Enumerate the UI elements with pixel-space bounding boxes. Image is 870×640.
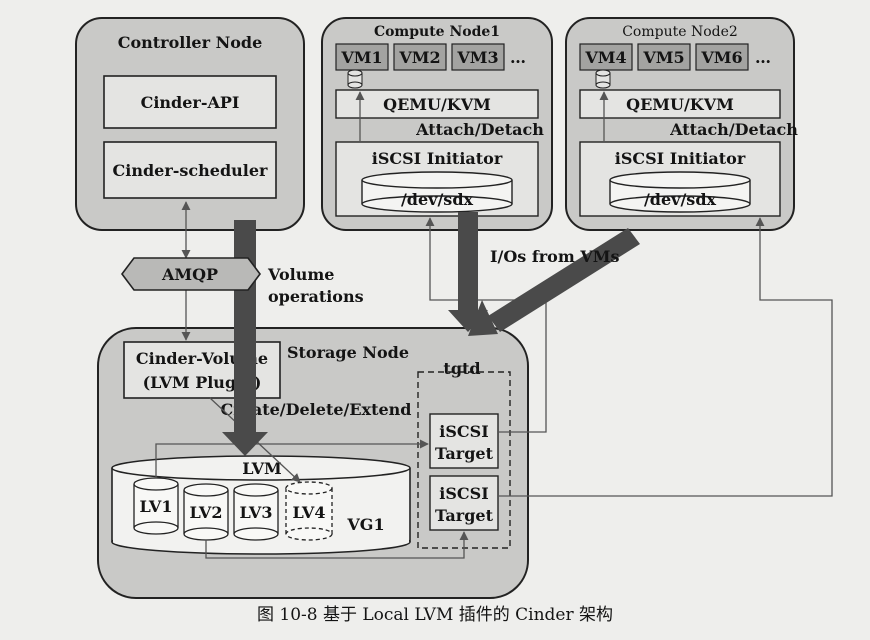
iscsi-initiator-label-2: iSCSI Initiator (615, 149, 746, 168)
volume-label-line2: operations (268, 287, 364, 306)
attach-detach-label-2: Attach/Detach (669, 120, 798, 139)
storage-node-title: Storage Node (287, 343, 409, 362)
storage-node: Storage Node Cinder-Volume (LVM Plugin) … (97, 327, 529, 599)
vm2-box (393, 43, 447, 71)
vm2-label: VM2 (398, 48, 440, 67)
iscsi-initiator-label-1: iSCSI Initiator (372, 149, 503, 168)
lv2-label: LV2 (190, 503, 223, 522)
attach-detach-label-1: Attach/Detach (415, 120, 544, 139)
iscsi-target-1-line1: iSCSI (439, 422, 488, 441)
lv4-label: LV4 (293, 503, 326, 522)
cinder-scheduler-label: Cinder-scheduler (113, 161, 269, 180)
vm6-box (695, 43, 749, 71)
iscsi-target-2-line1: iSCSI (439, 484, 488, 503)
lv3-cylinder (233, 483, 279, 541)
vm1-box (335, 43, 389, 71)
figure-caption: 图 10-8 基于 Local LVM 插件的 Cinder 架构 (257, 605, 613, 625)
qemu-kvm-box-1 (335, 89, 539, 119)
lv1-label: LV1 (140, 497, 173, 516)
lv2-cylinder (183, 483, 229, 541)
amqp-node: AMQP (121, 257, 261, 291)
vm5-box (637, 43, 691, 71)
iscsi-target-box-2 (429, 475, 499, 531)
disk-icon (595, 69, 611, 89)
lv3-label: LV3 (240, 503, 273, 522)
ios-arrow-2-shaft (488, 228, 640, 332)
amqp-label: AMQP (161, 265, 218, 284)
vm4-label: VM4 (584, 48, 626, 67)
volume-label-line1: Volume (267, 265, 334, 284)
vm3-box (451, 43, 505, 71)
cinder-api-label: Cinder-API (141, 93, 240, 112)
qemu-kvm-box-2 (579, 89, 781, 119)
cinder-api-box (103, 75, 277, 129)
qemu-kvm-label-1: QEMU/KVM (383, 95, 491, 114)
qemu-kvm-label-2: QEMU/KVM (626, 95, 734, 114)
create-delete-extend-label: Create/Delete/Extend (221, 400, 412, 419)
controller-node-title: Controller Node (118, 33, 263, 52)
controller-node: Controller Node Cinder-API Cinder-schedu… (75, 17, 305, 231)
lv1-cylinder (133, 477, 179, 535)
tgtd-label: tgtd (443, 359, 480, 378)
compute-node-1-title: Compute Node1 (374, 24, 500, 40)
compute-node-2: Compute Node2 VM4 VM5 VM6 … QEMU/KVM Att… (565, 17, 798, 231)
cinder-volume-label-line2: (LVM Plugin) (143, 373, 262, 392)
volume-operations-arrow-shaft (234, 220, 256, 434)
vm5-label: VM5 (642, 48, 684, 67)
vm3-label: VM3 (456, 48, 498, 67)
lvm-label: LVM (242, 459, 281, 478)
disk-icon (347, 69, 363, 89)
dev-sdx-label-1: /dev/sdx (401, 190, 474, 209)
dev-sdx-cylinder-1 (361, 171, 513, 213)
vm-ellipsis: … (510, 48, 526, 67)
ios-arrow-1-shaft (458, 212, 478, 312)
iscsi-target-2-line2: Target (435, 506, 494, 525)
iscsi-target-1-line2: Target (435, 444, 494, 463)
attach-arrows (355, 91, 609, 142)
compute-node-1: Compute Node1 VM1 VM2 VM3 … QEMU/KVM Att… (321, 17, 553, 231)
vm1-label: VM1 (340, 48, 382, 67)
cinder-scheduler-box (103, 141, 277, 199)
volume-operations-arrow-head (222, 432, 268, 456)
vm6-label: VM6 (700, 48, 742, 67)
lv4-cylinder-dashed (285, 481, 333, 541)
compute-node-2-title: Compute Node2 (622, 24, 738, 40)
dev-sdx-label-2: /dev/sdx (644, 190, 717, 209)
vm-ellipsis-2: … (755, 48, 771, 67)
ios-arrow-2-head (468, 300, 498, 336)
ios-from-vms-label: I/Os from VMs (490, 247, 619, 266)
vg1-label: VG1 (346, 515, 384, 534)
iscsi-target-box-1 (429, 413, 499, 469)
dev-sdx-cylinder-2 (609, 171, 751, 213)
